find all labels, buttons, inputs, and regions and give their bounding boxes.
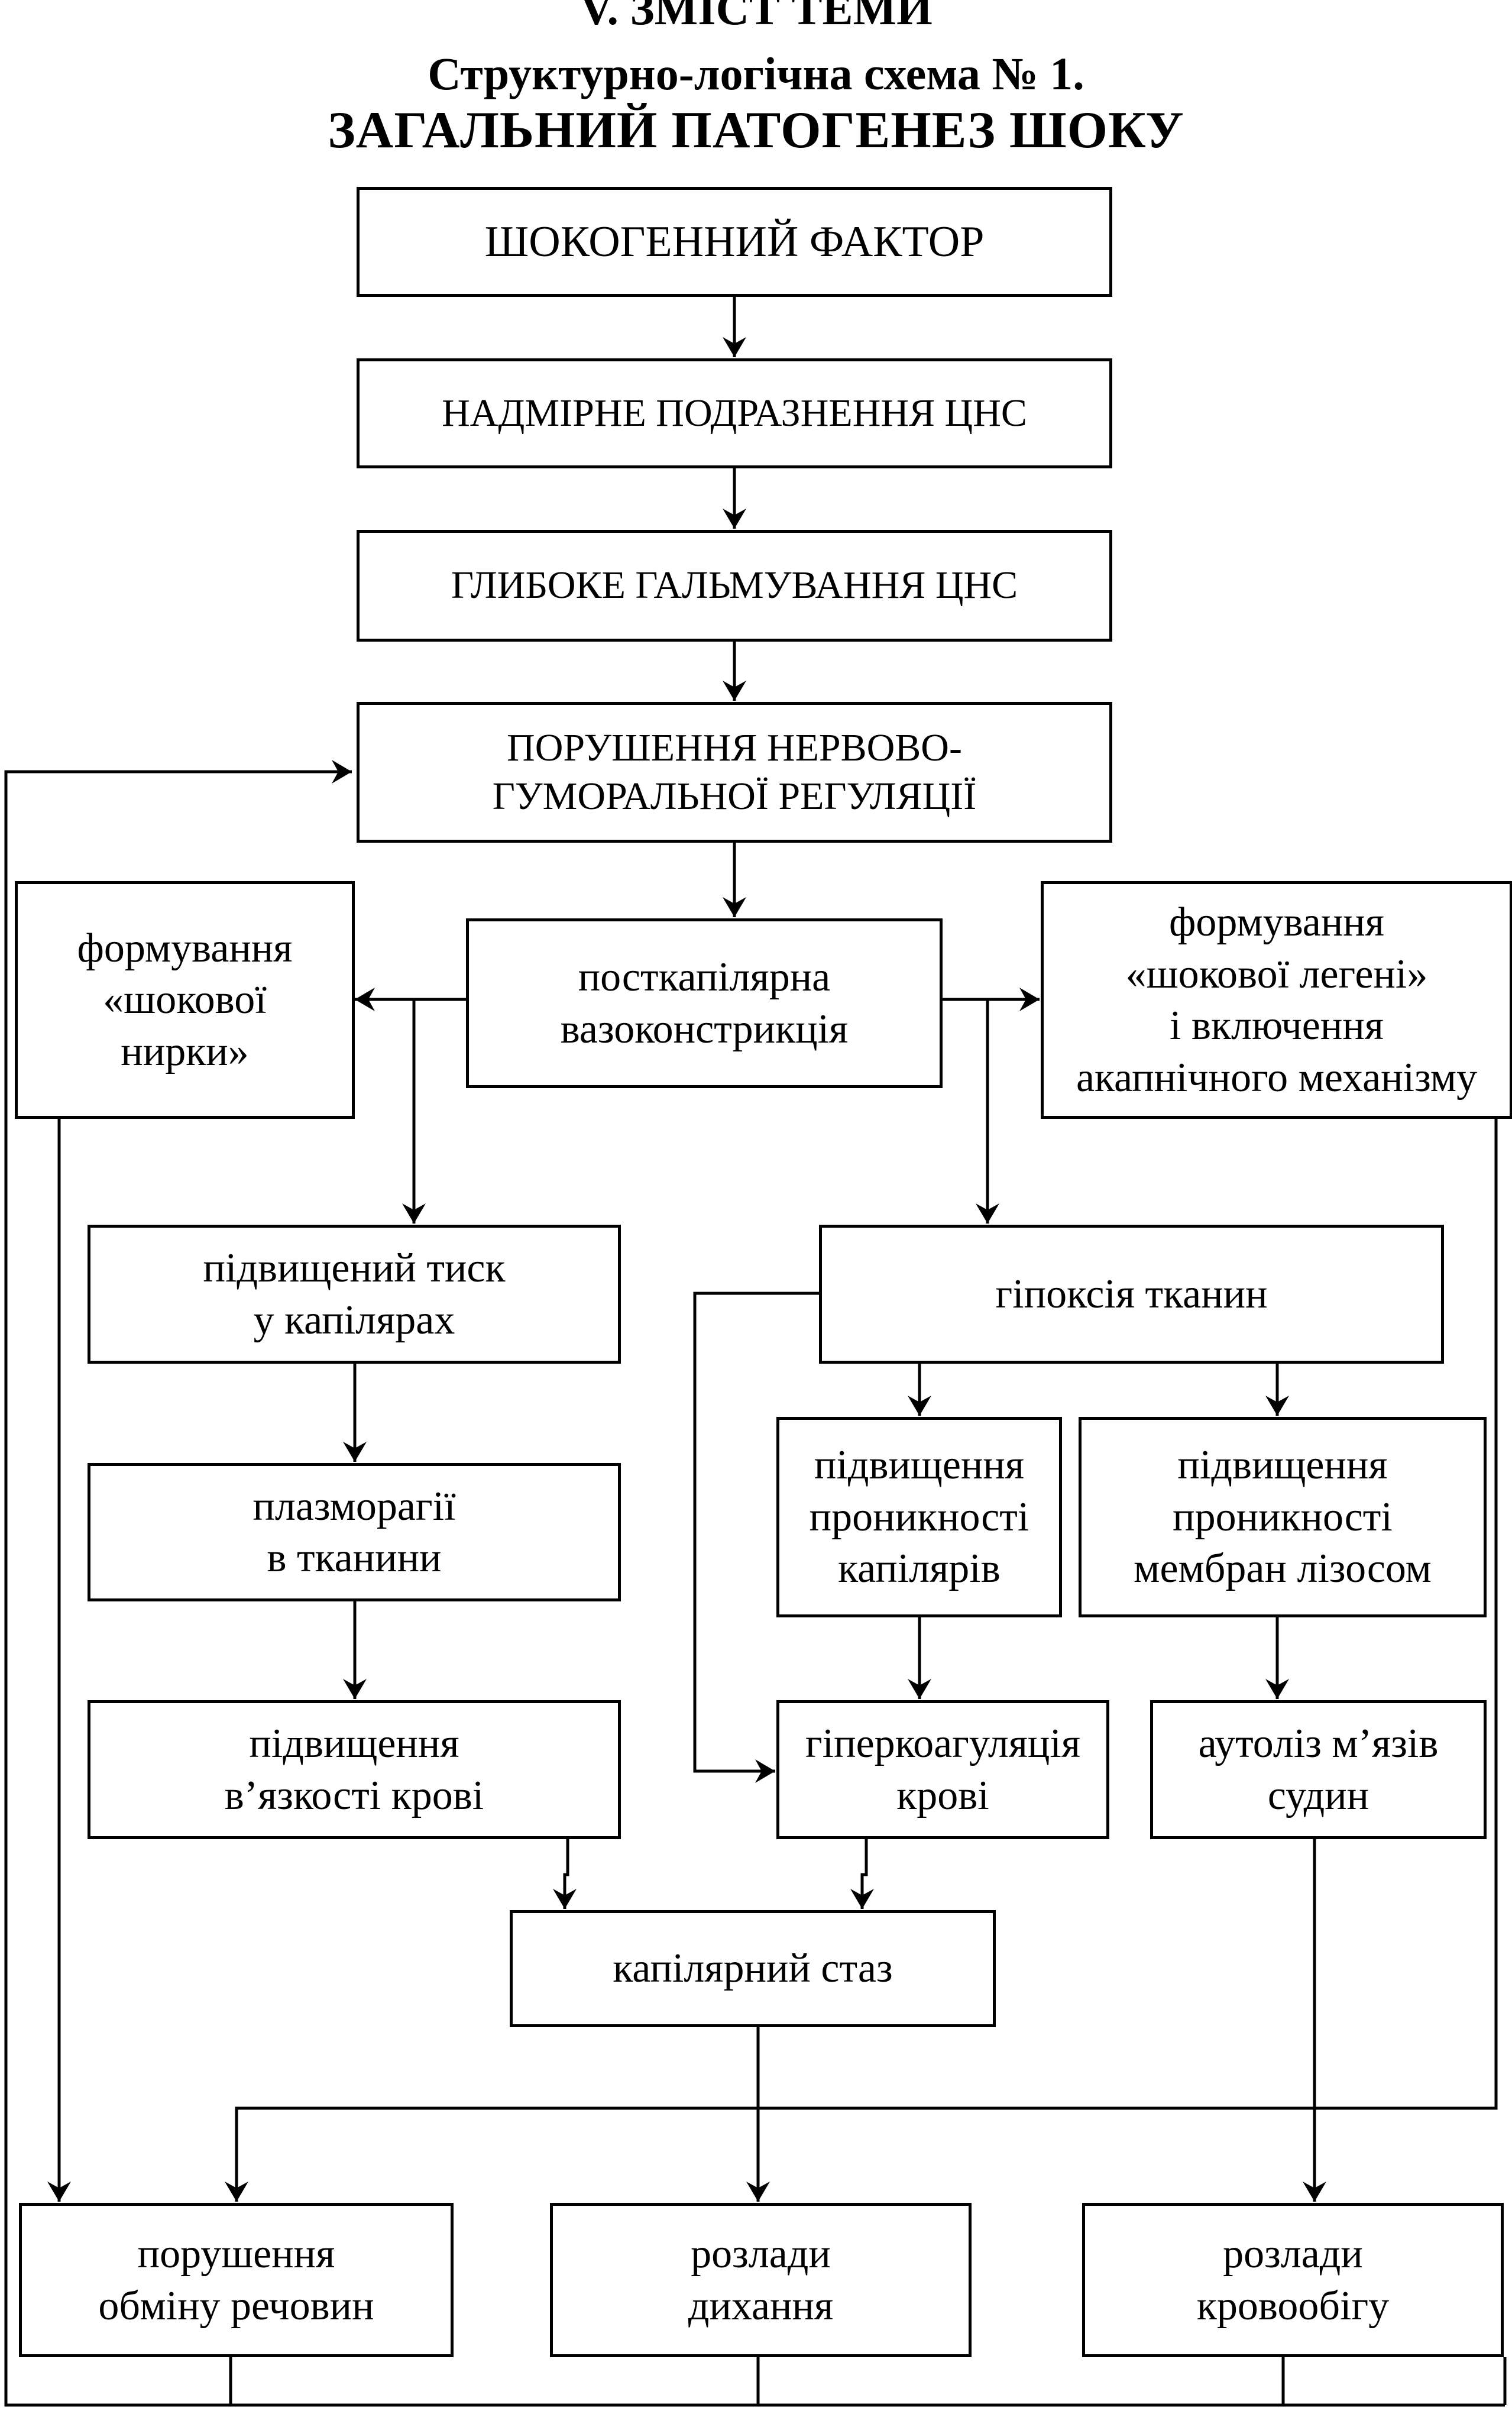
- box-text-line: ГЛИБОКЕ ГАЛЬМУВАННЯ ЦНС: [451, 564, 1018, 607]
- box-text-line: судин: [1267, 1772, 1369, 1818]
- tissue-hypoxia-box: гіпоксія тканин: [819, 1225, 1444, 1364]
- box-text: капілярний стаз: [613, 1943, 892, 1995]
- box-text-line: і включення: [1170, 1003, 1384, 1048]
- postcapillary-vasoconstriction-box: посткапілярна вазоконстрикція: [466, 918, 943, 1088]
- box-text-line: в’язкості крові: [224, 1772, 484, 1818]
- capillary-permeability-box: підвищення проникності капілярів: [776, 1417, 1062, 1617]
- metabolism-disorder-box: порушення обміну речовин: [19, 2203, 454, 2357]
- diagram-title: ЗАГАЛЬНИЙ ПАТОГЕНЕЗ ШОКУ: [328, 102, 1184, 159]
- box-text-line: дихання: [688, 2283, 834, 2329]
- box-text-line: гіперкоагуляція: [805, 1721, 1081, 1766]
- box-text-line: підвищення: [249, 1721, 459, 1766]
- box-text-line: «шокової легені»: [1125, 951, 1428, 997]
- box-text-line: в тканини: [267, 1535, 442, 1581]
- box-text: посткапілярна вазоконстрикція: [561, 952, 848, 1055]
- box-text-line: формування: [1169, 899, 1384, 945]
- box-text-line: аутоліз м’язів: [1198, 1721, 1439, 1766]
- respiration-disorder-box: розлади дихання: [550, 2203, 972, 2357]
- arrow-hypercoagulation-to-stasis: [850, 1839, 874, 1909]
- box-text: формування «шокової легені» і включення ака…: [1076, 897, 1477, 1103]
- box-text: аутоліз м’язів судин: [1199, 1718, 1439, 1821]
- hypercoagulation-box: гіперкоагуляція крові: [776, 1700, 1109, 1839]
- cns-overstimulation-box: НАДМІРНЕ ПОДРАЗНЕННЯ ЦНС: [357, 358, 1112, 468]
- vessel-autolysis-box: аутоліз м’язів судин: [1150, 1700, 1487, 1839]
- box-text-line: крові: [896, 1772, 989, 1818]
- box-text-line: плазморагії: [252, 1483, 456, 1529]
- circulation-disorder-box: розлади кровообігу: [1082, 2203, 1504, 2357]
- box-text-line: кровообігу: [1196, 2283, 1390, 2329]
- box-text-line: вазоконстрикція: [560, 1006, 849, 1052]
- box-text-line: мембран лізосом: [1134, 1546, 1432, 1592]
- shock-lung-box: формування «шокової легені» і включення ака…: [1041, 881, 1512, 1119]
- shock-factor-box: ШОКОГЕННИЙ ФАКТОР: [357, 187, 1112, 297]
- box-text: підвищення проникності капілярів: [810, 1439, 1029, 1595]
- box-text-line: НАДМІРНЕ ПОДРАЗНЕННЯ ЦНС: [442, 391, 1027, 435]
- box-text: НАДМІРНЕ ПОДРАЗНЕННЯ ЦНС: [442, 389, 1027, 438]
- box-text-line: проникності: [809, 1494, 1029, 1540]
- box-text-line: нирки»: [121, 1028, 249, 1075]
- box-text: розлади кровообігу: [1197, 2228, 1389, 2332]
- box-text: підвищення проникності мембран лізосом: [1134, 1439, 1432, 1595]
- cns-inhibition-box: ГЛИБОКЕ ГАЛЬМУВАННЯ ЦНС: [357, 530, 1112, 642]
- box-text: підвищений тиск у капілярах: [203, 1242, 505, 1346]
- box-text-line: розлади: [1223, 2231, 1363, 2277]
- box-text-line: підвищення: [814, 1442, 1025, 1488]
- capillary-pressure-box: підвищений тиск у капілярах: [88, 1225, 621, 1364]
- arrow-hypoxia-to-hypercoagulation: [693, 1292, 819, 1783]
- box-text-line: підвищений тиск: [203, 1245, 506, 1291]
- box-text: гіперкоагуляція крові: [805, 1718, 1080, 1821]
- scheme-subtitle: Структурно-логічна схема № 1.: [428, 48, 1084, 99]
- box-text: підвищення в’язкості крові: [225, 1718, 484, 1821]
- box-text-line: ГУМОРАЛЬНОЇ РЕГУЛЯЦІЇ: [492, 775, 977, 818]
- blood-viscosity-box: підвищення в’язкості крові: [88, 1700, 621, 1839]
- box-text-line: капілярів: [838, 1546, 1001, 1592]
- box-text-line: «шокової: [103, 977, 267, 1023]
- box-text: порушення обміну речовин: [98, 2228, 374, 2332]
- box-text: плазморагії в тканини: [252, 1481, 455, 1584]
- neurohumoral-disorder-box: ПОРУШЕННЯ НЕРВОВО- ГУМОРАЛЬНОЇ РЕГУЛЯЦІЇ: [357, 702, 1112, 843]
- section-heading: V. ЗМІСТ ТЕМИ: [579, 0, 933, 34]
- box-text-line: посткапілярна: [578, 954, 831, 1000]
- box-text: ПОРУШЕННЯ НЕРВОВО- ГУМОРАЛЬНОЇ РЕГУЛЯЦІЇ: [493, 724, 977, 821]
- box-text: формування «шокової нирки»: [77, 923, 293, 1078]
- box-text-line: ШОКОГЕННИЙ ФАКТОР: [484, 217, 985, 266]
- box-text-line: капілярний стаз: [613, 1946, 893, 1992]
- arrow-lung-to-metabolism: [225, 1119, 1498, 2202]
- box-text: ШОКОГЕННИЙ ФАКТОР: [485, 215, 985, 270]
- arrow-viscosity-to-stasis: [553, 1839, 577, 1909]
- box-text: гіпоксія тканин: [995, 1268, 1267, 1321]
- box-text-line: формування: [77, 925, 293, 971]
- box-text-line: гіпоксія тканин: [995, 1271, 1268, 1317]
- box-text-line: обміну речовин: [98, 2283, 374, 2329]
- box-text-line: підвищення: [1177, 1442, 1388, 1488]
- lysosome-permeability-box: підвищення проникності мембран лізосом: [1079, 1417, 1487, 1617]
- shock-kidney-box: формування «шокової нирки»: [15, 881, 355, 1119]
- box-text-line: проникності: [1173, 1494, 1393, 1540]
- box-text: розлади дихання: [688, 2228, 833, 2332]
- box-text-line: порушення: [137, 2231, 335, 2277]
- box-text-line: розлади: [691, 2231, 831, 2277]
- capillary-stasis-box: капілярний стаз: [510, 1910, 996, 2027]
- box-text: ГЛИБОКЕ ГАЛЬМУВАННЯ ЦНС: [451, 561, 1018, 610]
- box-text-line: акапнічного механізму: [1076, 1054, 1478, 1101]
- box-text-line: у капілярах: [253, 1297, 455, 1343]
- plasmorrhagia-box: плазморагії в тканини: [88, 1463, 621, 1601]
- box-text-line: ПОРУШЕННЯ НЕРВОВО-: [507, 726, 962, 769]
